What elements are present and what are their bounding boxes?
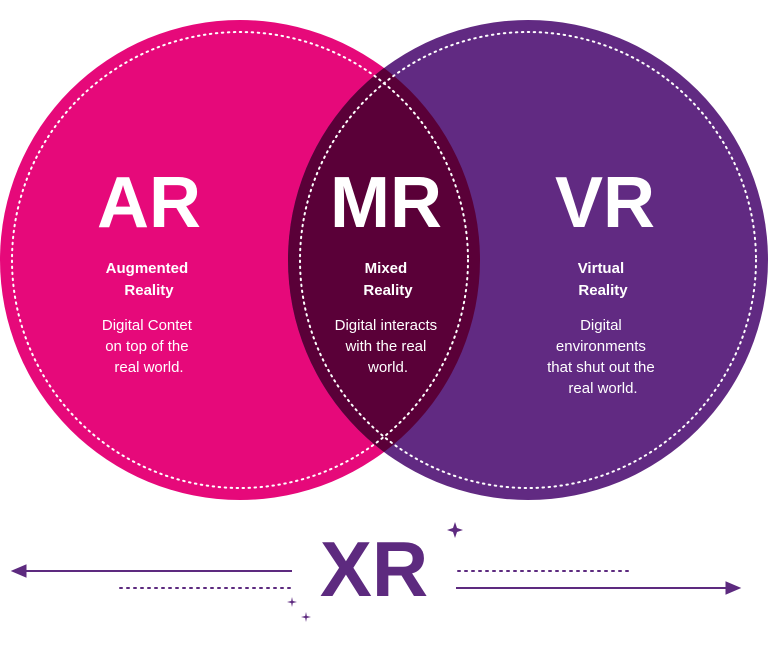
ar-title: Augmented Reality — [106, 260, 193, 299]
ar-desc-line: on top of the — [105, 338, 188, 355]
mr-desc-line: world. — [367, 359, 408, 376]
mr-overlap — [288, 20, 480, 500]
ar-description: Digital Contet on top of the real world. — [102, 317, 196, 376]
vr-dotted-ring — [299, 31, 757, 489]
mr-description: Digital interacts with the real world. — [335, 317, 442, 376]
arrow-left-icon — [10, 564, 292, 578]
mr-title: Mixed Reality — [363, 260, 413, 299]
vr-desc-line: real world. — [568, 380, 637, 397]
vr-desc-line: environments — [556, 338, 646, 355]
vr-description: Digital environments that shut out the r… — [547, 317, 659, 397]
mr-title-line: Reality — [363, 282, 413, 299]
sparkle-icon — [287, 597, 297, 607]
arrow-right-icon — [456, 581, 742, 595]
xr-label: XR — [320, 525, 428, 613]
vr-title-line: Virtual — [578, 260, 624, 277]
vr-title: Virtual Reality — [578, 260, 629, 299]
mr-abbr: MR — [330, 163, 442, 243]
vr-title-line: Reality — [578, 282, 628, 299]
mr-desc-line: with the real — [344, 338, 426, 355]
vr-abbr: VR — [555, 163, 655, 243]
mr-title-line: Mixed — [365, 260, 408, 277]
sparkle-icon — [301, 612, 311, 622]
vr-desc-line: Digital — [580, 317, 622, 334]
ar-dotted-ring — [11, 31, 469, 489]
ar-desc-line: Digital Contet — [102, 317, 193, 334]
vr-desc-line: that shut out the — [547, 359, 655, 376]
sparkle-icon — [447, 522, 463, 538]
mr-desc-line: Digital interacts — [335, 317, 438, 334]
ar-title-line: Augmented — [106, 260, 189, 277]
ar-desc-line: real world. — [114, 359, 183, 376]
xr-band: XR — [10, 522, 742, 622]
ar-abbr: AR — [97, 163, 201, 243]
ar-title-line: Reality — [124, 282, 174, 299]
